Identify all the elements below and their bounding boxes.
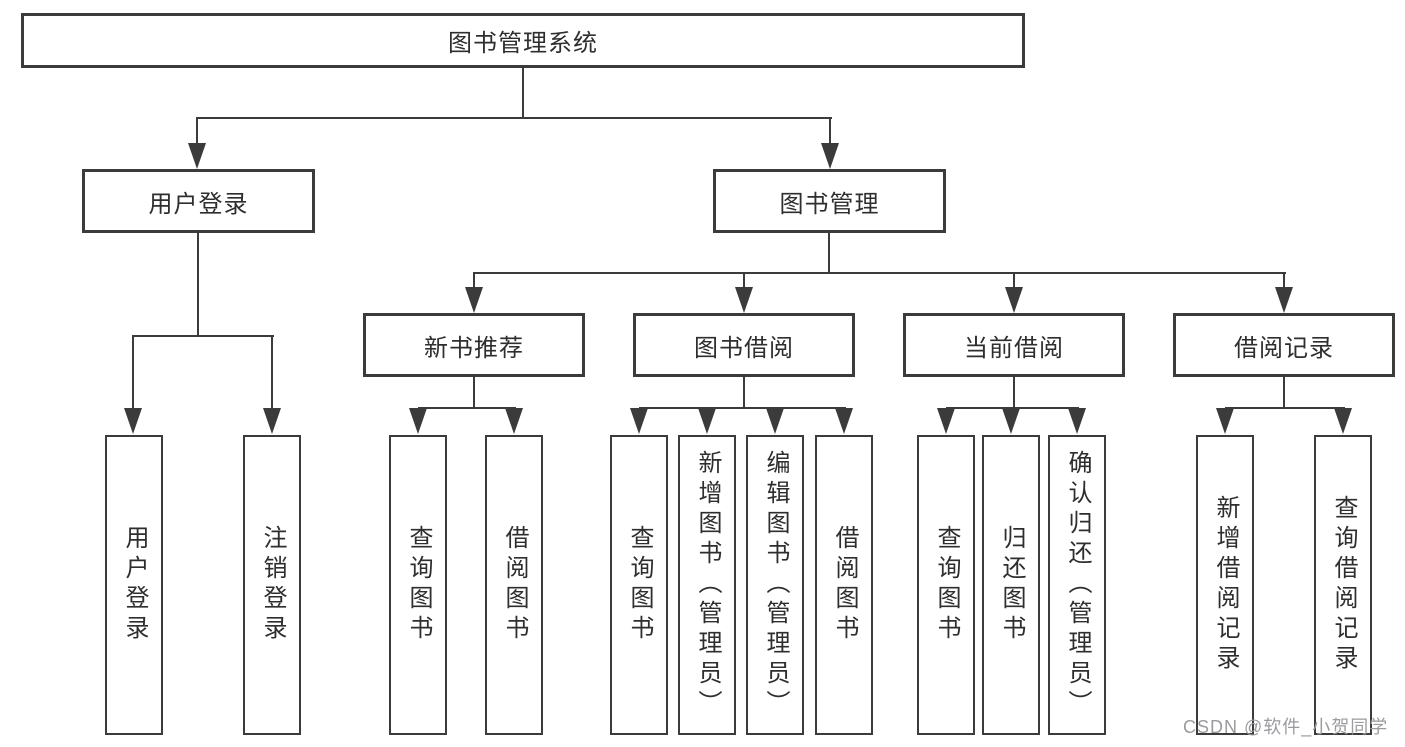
node-user-login: 用户登录 (82, 169, 315, 233)
leaf-query-books-current: 查询图书 (917, 435, 975, 735)
leaf-query-books-recommend: 查询图书 (389, 435, 447, 735)
node-new-book-recommend: 新书推荐 (363, 313, 585, 377)
leaf-add-borrow-record: 新增借阅记录 (1196, 435, 1254, 735)
arrowhead-icon (1216, 408, 1234, 434)
connector-line (132, 335, 134, 410)
connector-line (196, 117, 198, 145)
arrowhead-icon (465, 287, 483, 313)
arrowhead-icon (698, 408, 716, 434)
connector-line (418, 407, 516, 409)
csdn-watermark: CSDN @软件_小贺同学 (1183, 717, 1389, 737)
connector-line (271, 335, 273, 410)
arrowhead-icon (821, 143, 839, 169)
leaf-return-book: 归还图书 (982, 435, 1040, 735)
connector-line (1283, 272, 1285, 290)
node-book-management: 图书管理 (713, 169, 946, 233)
node-book-borrow: 图书借阅 (633, 313, 855, 377)
leaf-query-borrow-record: 查询借阅记录 (1314, 435, 1372, 735)
connector-line (1013, 272, 1015, 290)
connector-line (829, 117, 831, 145)
arrowhead-icon (409, 408, 427, 434)
arrowhead-icon (188, 143, 206, 169)
arrowhead-icon (505, 408, 523, 434)
leaf-user-login: 用户登录 (105, 435, 163, 735)
connector-line (197, 233, 199, 337)
leaf-borrow-books-recommend: 借阅图书 (485, 435, 543, 735)
leaf-confirm-return-admin: 确认归还（管理员） (1048, 435, 1106, 735)
connector-line (473, 272, 475, 290)
connector-line (473, 377, 475, 409)
arrowhead-icon (630, 408, 648, 434)
connector-line (474, 272, 1286, 274)
arrowhead-icon (124, 408, 142, 434)
connector-line (743, 377, 745, 409)
connector-line (828, 233, 830, 274)
arrowhead-icon (263, 408, 281, 434)
arrowhead-icon (735, 287, 753, 313)
leaf-borrow-books: 借阅图书 (815, 435, 873, 735)
connector-line (1283, 377, 1285, 409)
connector-line (133, 335, 274, 337)
node-current-borrow: 当前借阅 (903, 313, 1125, 377)
node-borrow-records: 借阅记录 (1173, 313, 1395, 377)
arrowhead-icon (937, 408, 955, 434)
leaf-logout: 注销登录 (243, 435, 301, 735)
connector-line (1013, 377, 1015, 409)
leaf-add-book-admin: 新增图书（管理员） (678, 435, 736, 735)
arrowhead-icon (835, 408, 853, 434)
arrowhead-icon (1002, 408, 1020, 434)
arrowhead-icon (1068, 408, 1086, 434)
arrowhead-icon (766, 408, 784, 434)
arrowhead-icon (1005, 287, 1023, 313)
arrowhead-icon (1334, 408, 1352, 434)
connector-line (1225, 407, 1345, 409)
connector-line (197, 117, 832, 119)
node-root: 图书管理系统 (21, 13, 1025, 68)
connector-line (743, 272, 745, 290)
leaf-query-books-borrow: 查询图书 (610, 435, 668, 735)
leaf-edit-book-admin: 编辑图书（管理员） (746, 435, 804, 735)
connector-line (522, 66, 524, 119)
connector-line (639, 407, 846, 409)
arrowhead-icon (1275, 287, 1293, 313)
